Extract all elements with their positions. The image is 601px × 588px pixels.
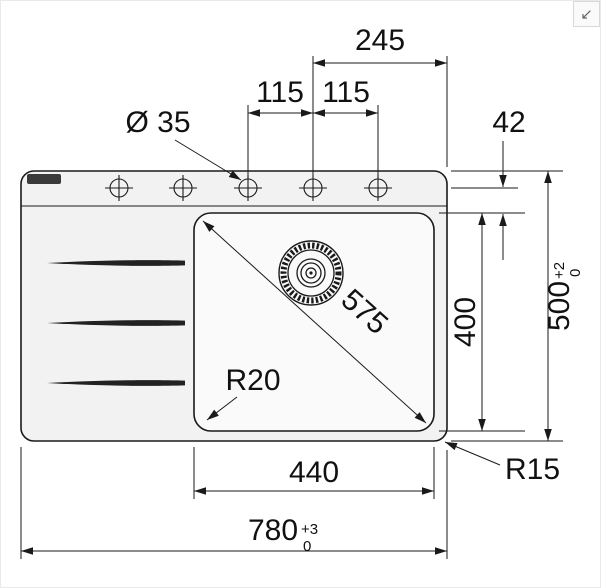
groove-2 (47, 320, 185, 326)
dim-500: 500 +2 0 (451, 170, 584, 442)
brand-logo (27, 174, 61, 184)
dim-500-tol-lower: 0 (567, 269, 584, 277)
tap-hole-4 (299, 175, 327, 201)
tap-hole-3 (234, 175, 262, 201)
dim-hole-diameter: Ø 35 (125, 106, 242, 181)
tap-holes (105, 175, 392, 201)
dim-r20-label: R20 (225, 364, 280, 397)
dim-42: 42 (439, 106, 526, 260)
dim-r20: R20 (206, 364, 281, 421)
dim-440-label: 440 (289, 456, 339, 489)
dim-500-label: 500 (543, 281, 576, 331)
dim-42-label: 42 (492, 106, 525, 139)
dim-400-label: 400 (449, 297, 482, 347)
expand-icon[interactable]: ↙ (573, 1, 600, 27)
dim-780: 780 +3 0 (20, 447, 448, 559)
dim-780-tol-lower: 0 (303, 538, 311, 555)
groove-3 (47, 380, 185, 386)
dim-780-tol-upper: +3 (301, 521, 318, 538)
dim-hole-diameter-label: Ø 35 (125, 106, 190, 139)
dim-115-right-label: 115 (322, 76, 370, 109)
dim-500-tol-upper: +2 (551, 262, 568, 279)
groove-1 (47, 260, 185, 266)
tap-hole-2 (169, 175, 197, 201)
dim-245-label: 245 (355, 24, 405, 57)
dim-245: 245 (312, 24, 448, 178)
tap-hole-5 (364, 175, 392, 201)
drain (278, 240, 344, 306)
drainboard-grooves (47, 260, 185, 386)
dim-hole-spacing: 115 115 (247, 76, 379, 178)
tap-hole-1 (105, 175, 133, 201)
dim-400: 400 (439, 213, 525, 432)
dim-440: 440 (193, 447, 435, 499)
dim-r15: R15 (444, 441, 560, 486)
dim-115-left-label: 115 (256, 76, 304, 109)
dim-780-label: 780 (248, 514, 298, 547)
dim-r15-label: R15 (505, 453, 560, 486)
